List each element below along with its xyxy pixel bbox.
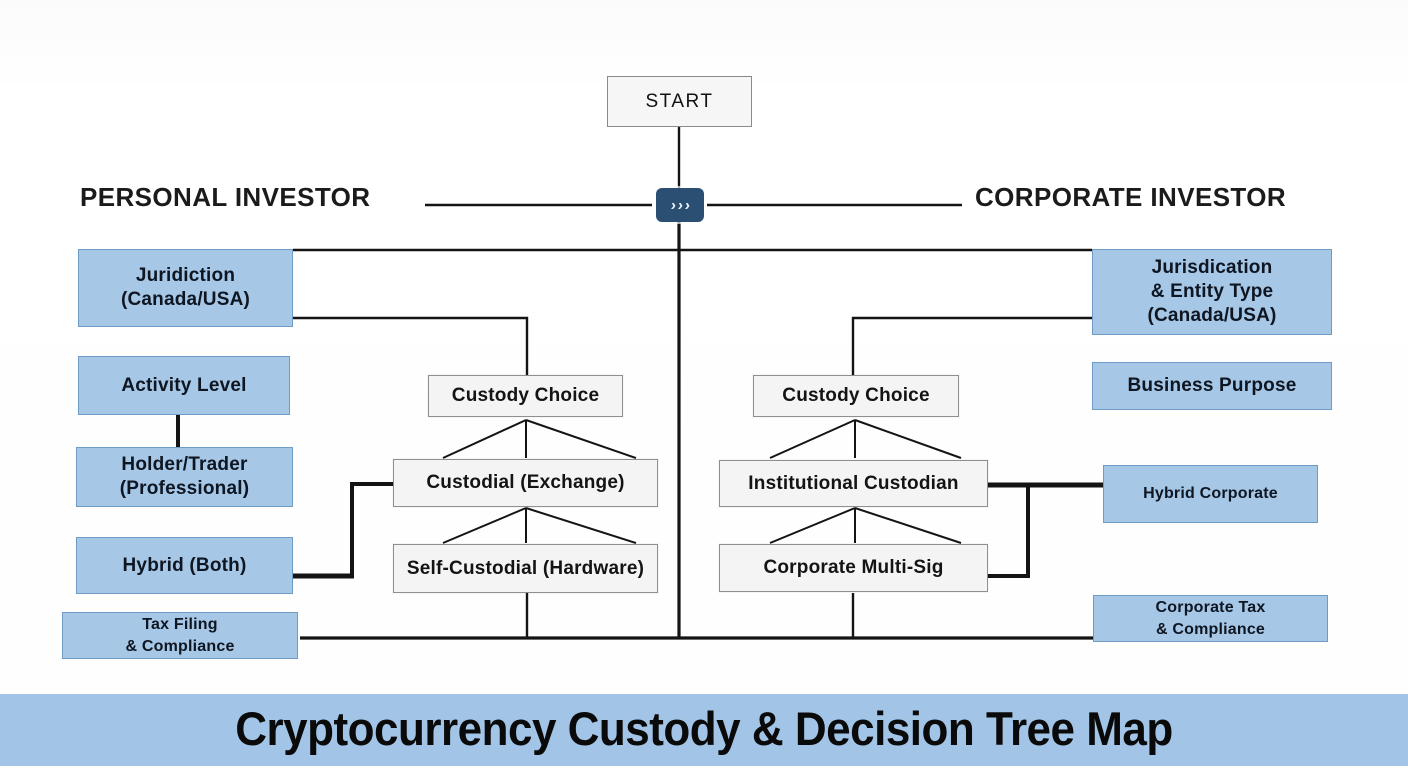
- node-business-purpose: Business Purpose: [1092, 362, 1332, 410]
- node-institutional-custodian: Institutional Custodian: [719, 460, 988, 507]
- node-personal-hybrid-both: Hybrid (Both): [76, 537, 293, 594]
- node-custodial-exchange: Custodial (Exchange): [393, 459, 658, 507]
- node-personal-holder-trader: Holder/Trader (Professional): [76, 447, 293, 507]
- node-personal-activity-level: Activity Level: [78, 356, 290, 415]
- branch-split-node: ›››: [656, 188, 704, 222]
- node-personal-tax-filing: Tax Filing & Compliance: [62, 612, 298, 659]
- title-banner: Cryptocurrency Custody & Decision Tree M…: [0, 694, 1408, 766]
- start-node: START: [607, 76, 752, 127]
- personal-investor-heading: PERSONAL INVESTOR: [80, 182, 371, 212]
- node-corporate-multi-sig: Corporate Multi-Sig: [719, 544, 988, 592]
- node-personal-custody-choice: Custody Choice: [428, 375, 623, 417]
- node-self-custodial-hardware: Self-Custodial (Hardware): [393, 544, 658, 593]
- corporate-investor-heading: CORPORATE INVESTOR: [975, 182, 1287, 212]
- node-personal-jurisdiction: Juridiction (Canada/USA): [78, 249, 293, 327]
- node-corporate-jurisdiction-entity: Jurisdication & Entity Type (Canada/USA): [1092, 249, 1332, 335]
- page-title: Cryptocurrency Custody & Decision Tree M…: [235, 703, 1173, 756]
- node-corporate-custody-choice: Custody Choice: [753, 375, 959, 417]
- node-corporate-tax-compliance: Corporate Tax & Compliance: [1093, 595, 1328, 642]
- chevrons-right-icon: ›››: [669, 196, 693, 214]
- node-hybrid-corporate: Hybrid Corporate: [1103, 465, 1318, 523]
